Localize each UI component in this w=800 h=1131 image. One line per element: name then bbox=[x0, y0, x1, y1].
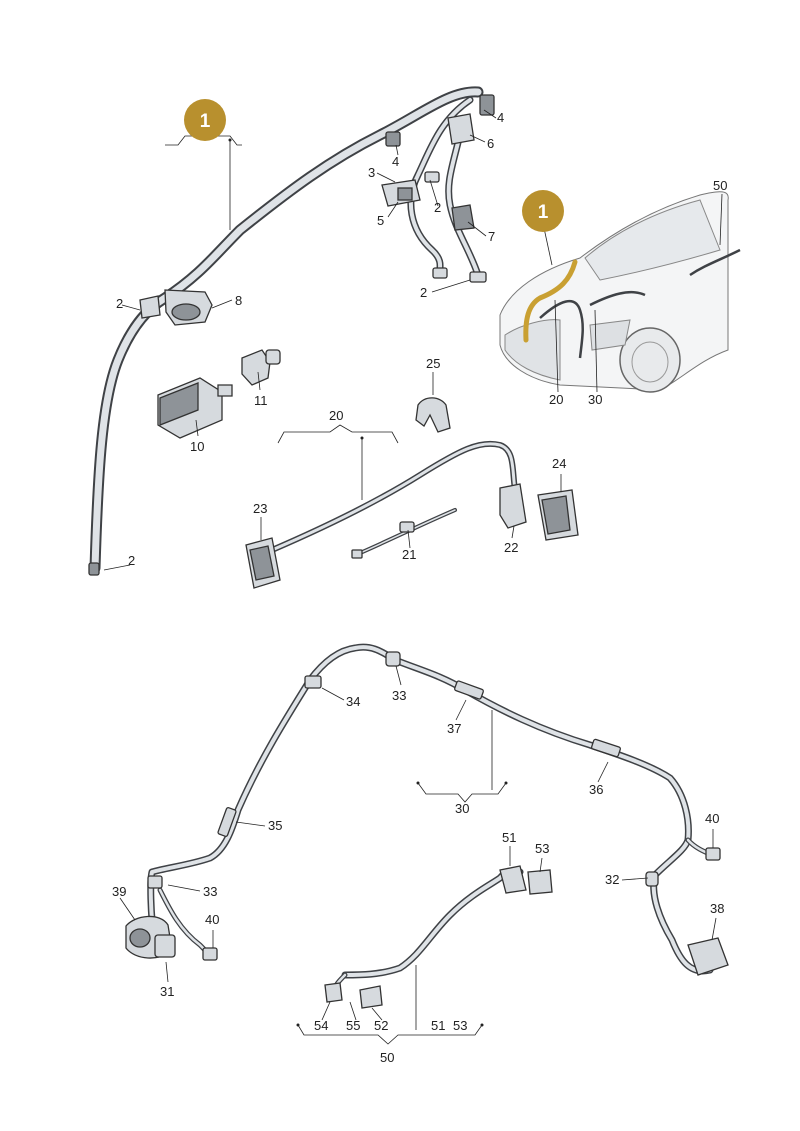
label-34: 34 bbox=[346, 694, 360, 709]
label-32: 32 bbox=[605, 872, 619, 887]
label-31: 31 bbox=[160, 984, 174, 999]
label-50: 50 bbox=[380, 1050, 394, 1065]
label-21: 21 bbox=[402, 547, 416, 562]
label-51b: 51 bbox=[431, 1018, 445, 1033]
label-2a: 2 bbox=[128, 553, 135, 568]
label-5: 5 bbox=[377, 213, 384, 228]
badge-main: 1 bbox=[184, 99, 226, 141]
label-2d: 2 bbox=[420, 285, 427, 300]
label-2b: 2 bbox=[116, 296, 123, 311]
label-37: 37 bbox=[447, 721, 461, 736]
label-20: 20 bbox=[329, 408, 343, 423]
sensor-11 bbox=[241, 349, 281, 386]
label-24: 24 bbox=[552, 456, 566, 471]
callout-labels: 2 2 2 2 3 4 4 5 6 7 8 10 11 20 21 22 23 … bbox=[112, 110, 727, 1065]
leader-lines bbox=[103, 109, 723, 1045]
label-3: 3 bbox=[368, 165, 375, 180]
label-8: 8 bbox=[235, 293, 242, 308]
label-2c: 2 bbox=[434, 200, 441, 215]
harness-50 bbox=[324, 865, 553, 1009]
label-40b: 40 bbox=[705, 811, 719, 826]
car-label-50: 50 bbox=[713, 178, 727, 193]
label-4a: 4 bbox=[497, 110, 504, 125]
label-7: 7 bbox=[488, 229, 495, 244]
label-23: 23 bbox=[253, 501, 267, 516]
badge-car-text: 1 bbox=[538, 202, 549, 223]
label-40a: 40 bbox=[205, 912, 219, 927]
label-4b: 4 bbox=[392, 154, 399, 169]
harness-20 bbox=[245, 440, 579, 589]
label-33a: 33 bbox=[392, 688, 406, 703]
label-10: 10 bbox=[190, 439, 204, 454]
label-51a: 51 bbox=[502, 830, 516, 845]
car-illustration bbox=[499, 191, 741, 393]
label-54: 54 bbox=[314, 1018, 328, 1033]
label-11: 11 bbox=[254, 393, 268, 408]
label-53b: 53 bbox=[453, 1018, 467, 1033]
label-39: 39 bbox=[112, 884, 126, 899]
label-6: 6 bbox=[487, 136, 494, 151]
label-52: 52 bbox=[374, 1018, 388, 1033]
label-36: 36 bbox=[589, 782, 603, 797]
badge-main-text: 1 bbox=[200, 111, 211, 132]
harness-1 bbox=[88, 86, 495, 576]
label-33b: 33 bbox=[203, 884, 217, 899]
connector-10 bbox=[157, 377, 233, 439]
label-30: 30 bbox=[455, 801, 469, 816]
label-22: 22 bbox=[504, 540, 518, 555]
car-label-30: 30 bbox=[588, 392, 602, 407]
car-label-20: 20 bbox=[549, 392, 563, 407]
clip-25 bbox=[415, 397, 451, 433]
label-53a: 53 bbox=[535, 841, 549, 856]
badge-car: 1 bbox=[522, 190, 564, 232]
label-38: 38 bbox=[710, 901, 724, 916]
label-35: 35 bbox=[268, 818, 282, 833]
harness-30 bbox=[125, 643, 729, 976]
label-25: 25 bbox=[426, 356, 440, 371]
label-55: 55 bbox=[346, 1018, 360, 1033]
